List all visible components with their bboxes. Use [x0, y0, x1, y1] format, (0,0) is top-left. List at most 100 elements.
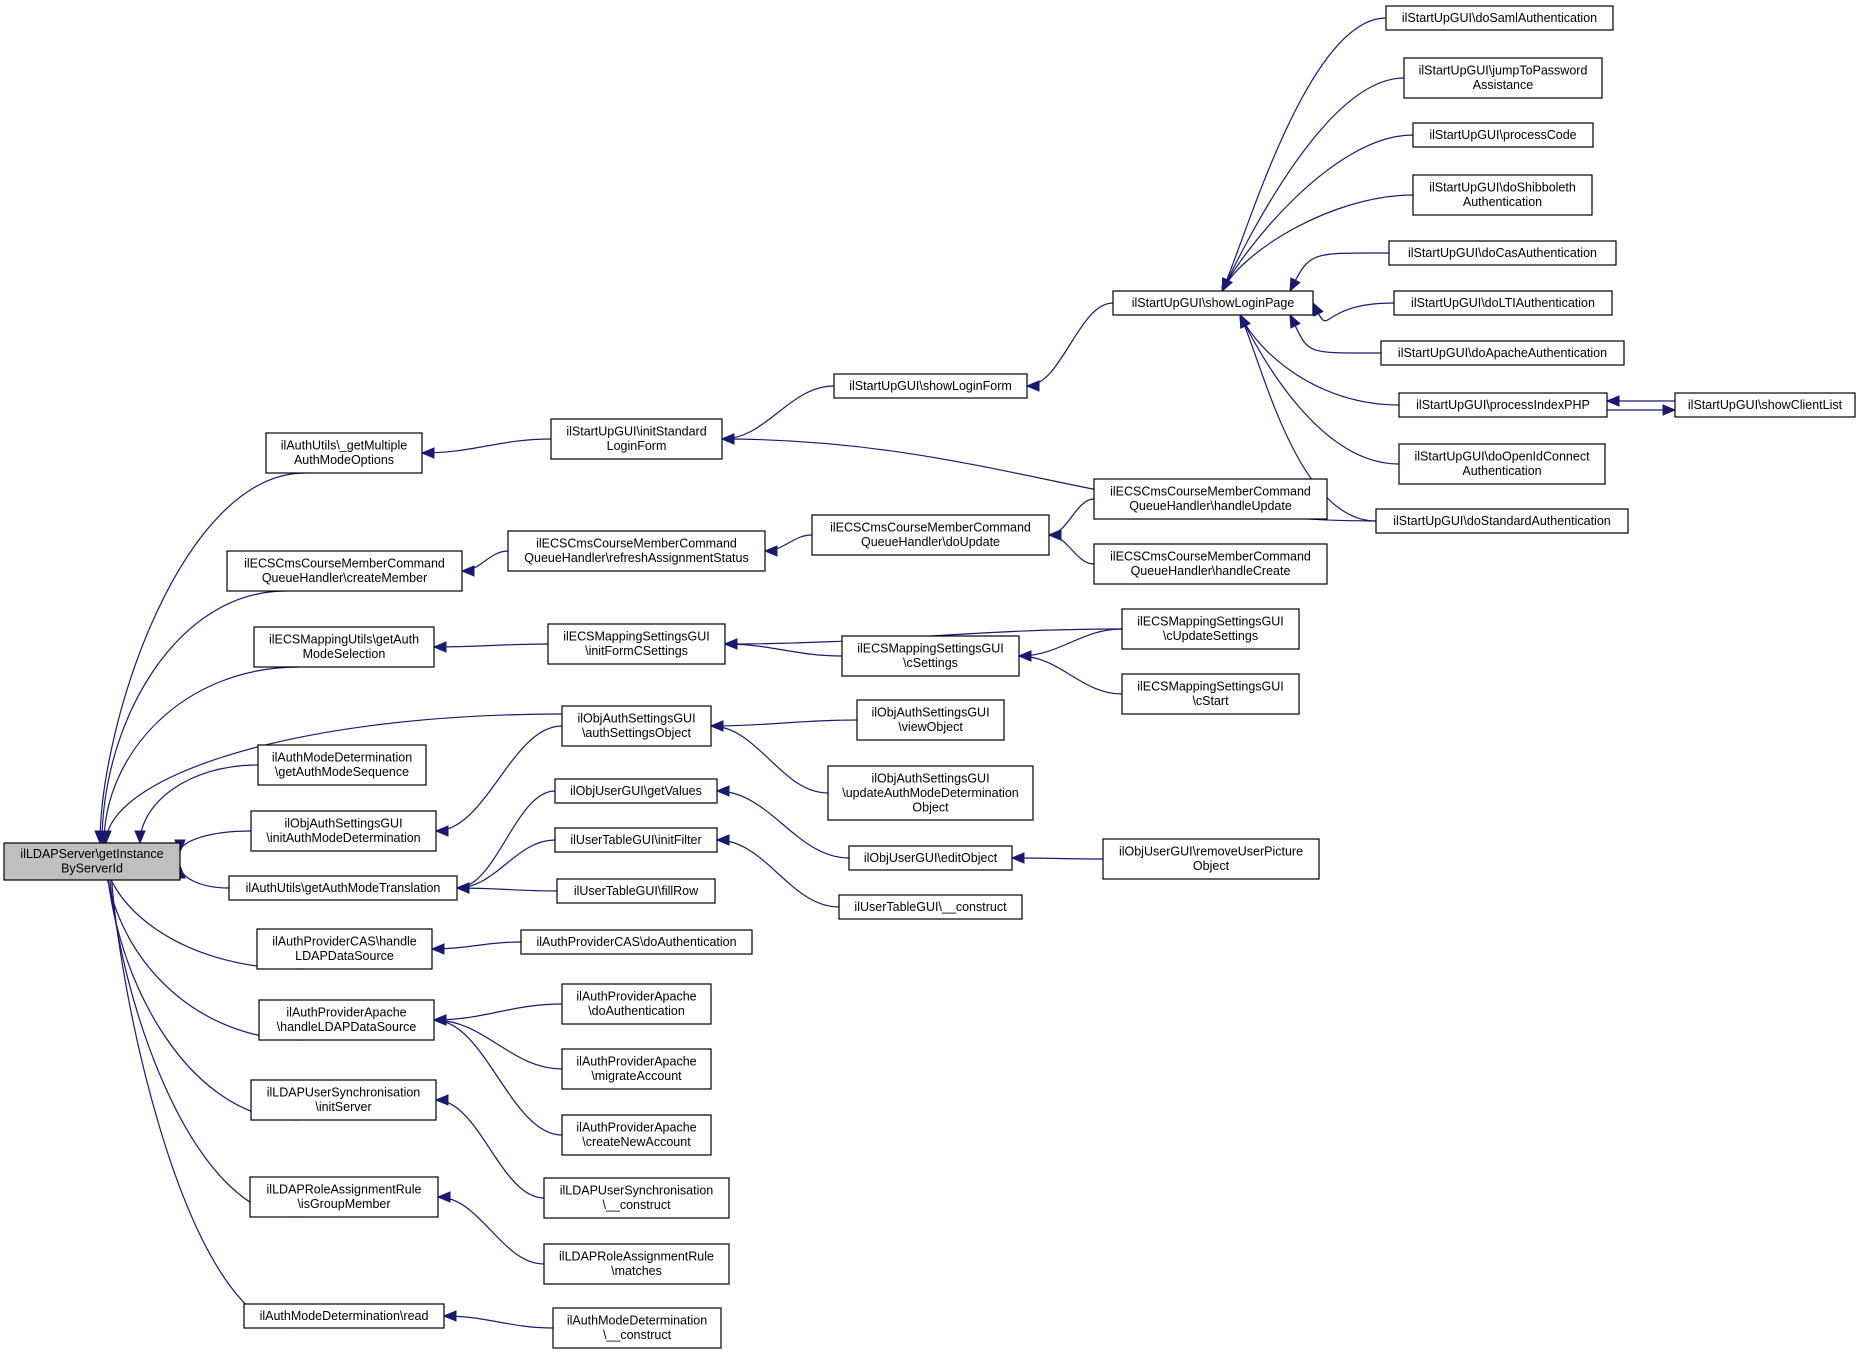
node-e9[interactable]: ilStartUpGUI\doOpenIdConnectAuthenticati… — [1398, 443, 1606, 485]
node-a10[interactable]: ilLDAPRoleAssignmentRule\isGroupMember — [249, 1176, 439, 1218]
node-box[interactable] — [250, 810, 437, 852]
node-c6[interactable]: ilObjUserGUI\editObject — [848, 845, 1013, 871]
node-e5[interactable]: ilStartUpGUI\doCasAuthentication — [1388, 240, 1617, 266]
node-box[interactable] — [833, 373, 1028, 399]
node-box[interactable] — [547, 623, 726, 665]
node-box[interactable] — [556, 878, 716, 904]
node-e10[interactable]: ilStartUpGUI\doStandardAuthentication — [1375, 508, 1629, 534]
node-box[interactable] — [1112, 290, 1314, 316]
node-b5[interactable]: ilObjUserGUI\getValues — [554, 778, 718, 804]
node-box[interactable] — [228, 875, 458, 901]
node-b6[interactable]: ilUserTableGUI\initFilter — [554, 827, 718, 853]
node-c3[interactable]: ilECSMappingSettingsGUI\cSettings — [841, 635, 1020, 677]
node-box[interactable] — [838, 894, 1023, 920]
node-box[interactable] — [265, 432, 423, 474]
node-d1[interactable]: ilStartUpGUI\showLoginPage — [1112, 290, 1314, 316]
node-box[interactable] — [1388, 240, 1617, 266]
node-b13[interactable]: ilLDAPRoleAssignmentRule\matches — [543, 1243, 730, 1285]
node-box[interactable] — [543, 1243, 730, 1285]
node-e3[interactable]: ilStartUpGUI\processCode — [1412, 122, 1594, 148]
node-box[interactable] — [543, 1177, 730, 1219]
node-b11[interactable]: ilAuthProviderApache\createNewAccount — [561, 1114, 712, 1156]
node-a9[interactable]: ilLDAPUserSynchronisation\initServer — [250, 1079, 437, 1121]
node-box[interactable] — [1398, 392, 1608, 418]
node-box[interactable] — [811, 514, 1050, 556]
node-box[interactable] — [243, 1303, 445, 1329]
node-box[interactable] — [561, 1114, 712, 1156]
node-a2[interactable]: ilECSCmsCourseMemberCommandQueueHandler\… — [226, 550, 463, 592]
node-box[interactable] — [1121, 673, 1300, 715]
node-box[interactable] — [554, 778, 718, 804]
node-d2[interactable]: ilECSCmsCourseMemberCommandQueueHandler\… — [1093, 478, 1328, 520]
node-box[interactable] — [561, 705, 712, 747]
node-box[interactable] — [257, 744, 427, 786]
node-box[interactable] — [1102, 838, 1320, 880]
node-box[interactable] — [1375, 508, 1629, 534]
node-box[interactable] — [520, 929, 753, 955]
node-box[interactable] — [554, 827, 718, 853]
node-a4[interactable]: ilAuthModeDetermination\getAuthModeSeque… — [257, 744, 427, 786]
node-e1[interactable]: ilStartUpGUI\doSamlAuthentication — [1385, 5, 1614, 31]
node-box[interactable] — [1121, 608, 1300, 650]
node-c1[interactable]: ilStartUpGUI\showLoginForm — [833, 373, 1028, 399]
node-box[interactable] — [561, 983, 712, 1025]
node-box[interactable] — [841, 635, 1020, 677]
node-d4[interactable]: ilECSMappingSettingsGUI\cUpdateSettings — [1121, 608, 1300, 650]
node-a7[interactable]: ilAuthProviderCAS\handleLDAPDataSource — [256, 928, 433, 970]
node-box[interactable] — [226, 550, 463, 592]
node-box[interactable] — [848, 845, 1013, 871]
node-a11[interactable]: ilAuthModeDetermination\read — [243, 1303, 445, 1329]
node-box[interactable] — [250, 1079, 437, 1121]
node-a5[interactable]: ilObjAuthSettingsGUI\initAuthModeDetermi… — [250, 810, 437, 852]
node-b7[interactable]: ilUserTableGUI\fillRow — [556, 878, 716, 904]
node-b2[interactable]: ilECSCmsCourseMemberCommandQueueHandler\… — [507, 530, 766, 572]
node-e8[interactable]: ilStartUpGUI\processIndexPHP — [1398, 392, 1608, 418]
node-box[interactable] — [1674, 392, 1856, 418]
node-c2[interactable]: ilECSCmsCourseMemberCommandQueueHandler\… — [811, 514, 1050, 556]
node-c7[interactable]: ilUserTableGUI\__construct — [838, 894, 1023, 920]
node-box[interactable] — [1093, 478, 1328, 520]
node-b8[interactable]: ilAuthProviderCAS\doAuthentication — [520, 929, 753, 955]
node-box[interactable] — [1380, 340, 1625, 366]
node-d3[interactable]: ilECSCmsCourseMemberCommandQueueHandler\… — [1093, 543, 1328, 585]
node-f1[interactable]: ilStartUpGUI\showClientList — [1674, 392, 1856, 418]
node-box[interactable] — [856, 699, 1005, 741]
node-e7[interactable]: ilStartUpGUI\doApacheAuthentication — [1380, 340, 1625, 366]
node-box[interactable] — [1093, 543, 1328, 585]
node-a6[interactable]: ilAuthUtils\getAuthModeTranslation — [228, 875, 458, 901]
node-b3[interactable]: ilECSMappingSettingsGUI\initFormCSetting… — [547, 623, 726, 665]
node-box[interactable] — [1403, 57, 1603, 99]
node-box[interactable] — [1398, 443, 1606, 485]
node-box[interactable] — [3, 842, 181, 881]
node-box[interactable] — [1385, 5, 1614, 31]
node-box[interactable] — [249, 1176, 439, 1218]
node-b12[interactable]: ilLDAPUserSynchronisation\__construct — [543, 1177, 730, 1219]
node-b10[interactable]: ilAuthProviderApache\migrateAccount — [561, 1048, 712, 1090]
node-a8[interactable]: ilAuthProviderApache\handleLDAPDataSourc… — [258, 999, 435, 1041]
node-b4[interactable]: ilObjAuthSettingsGUI\authSettingsObject — [561, 705, 712, 747]
node-c4[interactable]: ilObjAuthSettingsGUI\viewObject — [856, 699, 1005, 741]
node-c5[interactable]: ilObjAuthSettingsGUI\updateAuthModeDeter… — [827, 765, 1034, 821]
node-box[interactable] — [1412, 122, 1594, 148]
node-box[interactable] — [258, 999, 435, 1041]
node-box[interactable] — [827, 765, 1034, 821]
node-b9[interactable]: ilAuthProviderApache\doAuthentication — [561, 983, 712, 1025]
node-box[interactable] — [561, 1048, 712, 1090]
node-b14[interactable]: ilAuthModeDetermination\__construct — [552, 1307, 722, 1349]
node-box[interactable] — [1412, 174, 1593, 216]
node-d5[interactable]: ilECSMappingSettingsGUI\cStart — [1121, 673, 1300, 715]
node-box[interactable] — [1393, 290, 1613, 316]
node-box[interactable] — [507, 530, 766, 572]
node-box[interactable] — [552, 1307, 722, 1349]
node-box[interactable] — [550, 418, 723, 460]
node-box[interactable] — [253, 626, 435, 668]
node-e6[interactable]: ilStartUpGUI\doLTIAuthentication — [1393, 290, 1613, 316]
node-box[interactable] — [256, 928, 433, 970]
